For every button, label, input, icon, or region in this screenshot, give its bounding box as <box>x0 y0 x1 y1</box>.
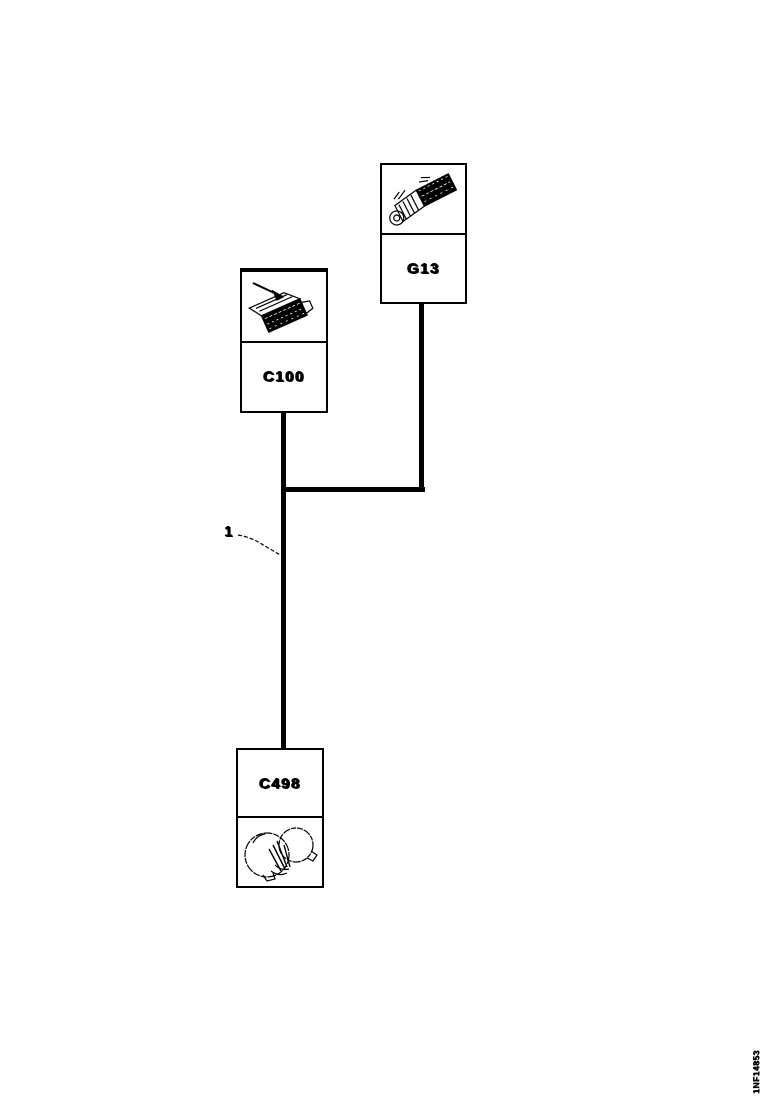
ground-eyelet-terminal-icon <box>389 172 458 226</box>
wire-main-vertical <box>281 413 286 748</box>
connector-box-c100: C100 <box>240 268 328 413</box>
pump-motor-icon <box>244 827 318 882</box>
connector-box-g13: G13 <box>380 163 467 304</box>
connector-label-c100: C100 <box>263 367 305 385</box>
inline-connector-icon <box>248 282 314 334</box>
wire-leader-line <box>237 534 283 557</box>
c100-art-cell <box>242 272 326 343</box>
g13-art-cell <box>382 165 465 235</box>
wire-g13-vertical <box>419 304 424 492</box>
wire-number-label: 1 <box>224 523 233 540</box>
wire-horizontal-junction <box>281 487 425 492</box>
c498-art-cell <box>238 818 322 886</box>
connector-label-c498: C498 <box>238 750 322 818</box>
print-id-watermark: 1NF14853 <box>751 1050 761 1094</box>
connector-label-g13: G13 <box>407 260 440 277</box>
connector-box-c498: C498 <box>236 748 324 888</box>
